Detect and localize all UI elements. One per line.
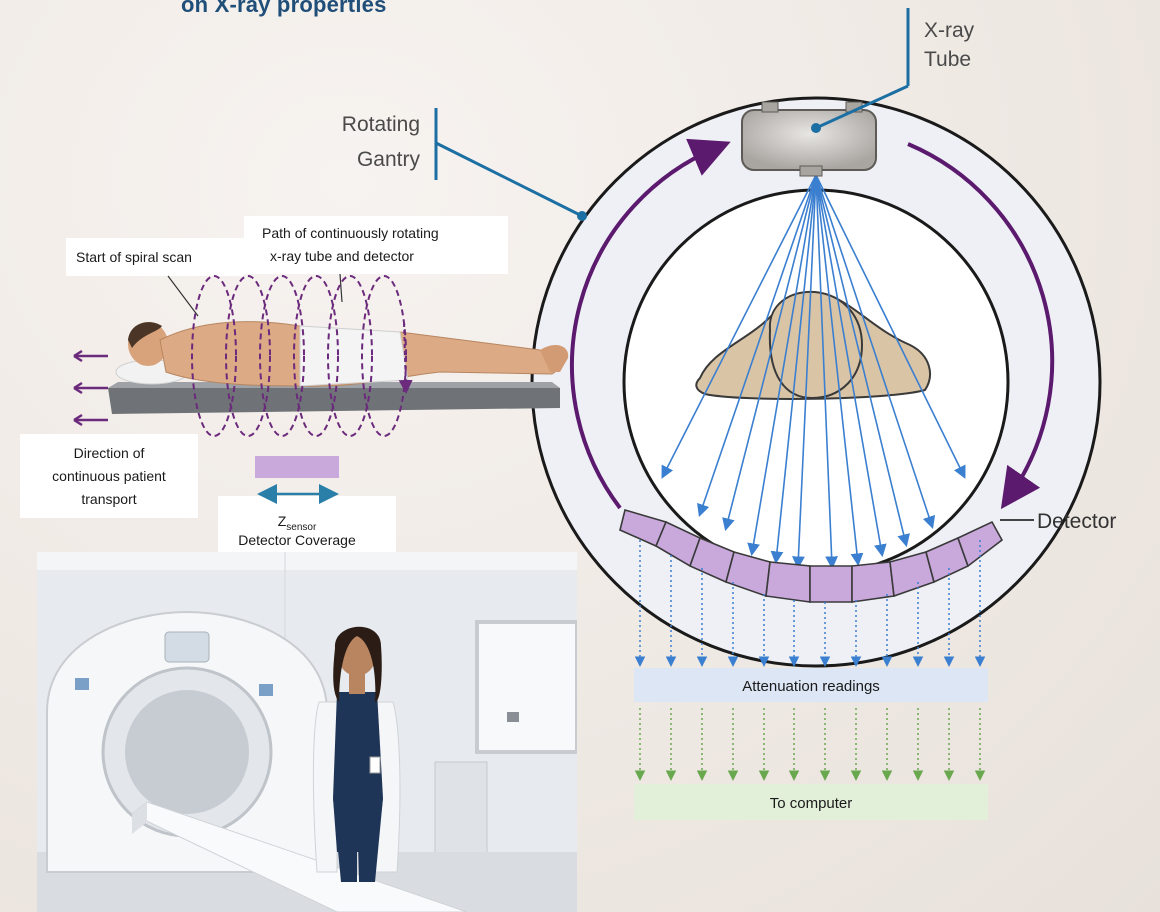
rotating-gantry-label-line2: Gantry: [357, 148, 421, 171]
transport-arrows-icon: [74, 351, 108, 425]
xray-tube-label-line2: Tube: [924, 48, 971, 71]
detector-coverage-label: Detector Coverage: [238, 532, 356, 548]
computer-output-arrows: [640, 708, 980, 778]
start-spiral-label: Start of spiral scan: [76, 249, 192, 265]
direction-line2: continuous patient: [52, 468, 166, 484]
xray-tube-label-line1: X-ray: [924, 19, 975, 42]
attenuation-label: Attenuation readings: [742, 678, 880, 695]
computer-label: To computer: [770, 795, 853, 812]
direction-line1: Direction of: [74, 445, 145, 461]
rotating-gantry-label-line1: Rotating: [342, 113, 420, 136]
detector-coverage-swatch: [255, 456, 339, 478]
patient-body-icon: [116, 322, 568, 387]
detector-label: Detector: [1037, 510, 1116, 533]
path-label-line1: Path of continuously rotating: [262, 225, 439, 241]
direction-line3: transport: [81, 491, 136, 507]
path-label-line2: x-ray tube and detector: [270, 248, 414, 264]
ct-room-photo: [37, 552, 577, 912]
xray-tube-icon: [742, 102, 876, 176]
